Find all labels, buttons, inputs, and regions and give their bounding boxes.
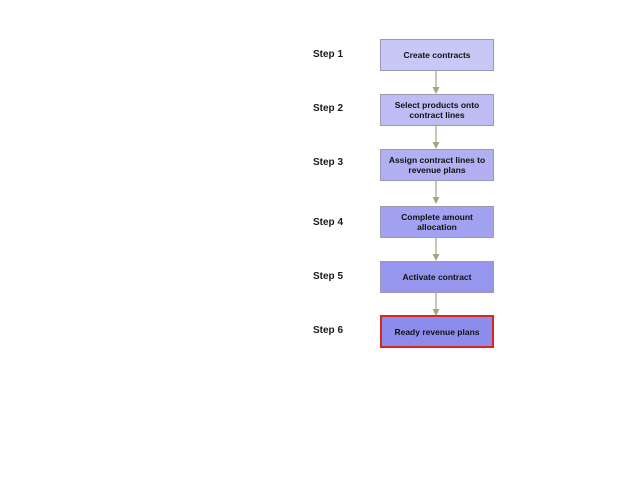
connector-arrow-3	[432, 181, 440, 204]
step-4-box: Complete amount allocation	[380, 206, 494, 238]
connector-arrow-5	[432, 293, 440, 316]
connector-arrow-2	[432, 126, 440, 149]
step-6-box: Ready revenue plans	[380, 315, 494, 348]
step-2-box: Select products onto contract lines	[380, 94, 494, 126]
step-3-box: Assign contract lines to revenue plans	[380, 149, 494, 181]
step-5-box: Activate contract	[380, 261, 494, 293]
step-2-text: Select products onto contract lines	[394, 100, 480, 120]
step-4-label: Step 4	[313, 217, 344, 228]
step-6-text: Ready revenue plans	[394, 326, 480, 337]
step-1-box: Create contracts	[380, 39, 494, 71]
step-6-label: Step 6	[313, 325, 344, 336]
step-2-label: Step 2	[313, 103, 344, 114]
step-1-label: Step 1	[313, 49, 344, 60]
step-1-text: Create contracts	[403, 50, 471, 60]
step-3-text: Assign contract lines to revenue plans	[388, 155, 486, 175]
step-5-text: Activate contract	[402, 272, 472, 282]
step-4-text: Complete amount allocation	[401, 212, 473, 232]
connector-arrow-1	[432, 71, 440, 94]
step-5-label: Step 5	[313, 271, 344, 282]
connector-arrow-4	[432, 238, 440, 261]
step-3-label: Step 3	[313, 157, 344, 168]
